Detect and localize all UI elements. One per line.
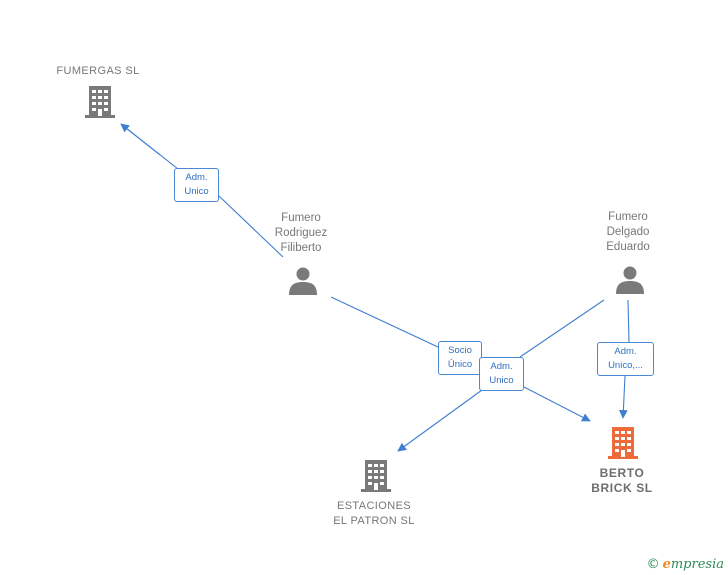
label-line: Unico,...	[608, 360, 643, 371]
building-icon[interactable]	[360, 458, 392, 494]
label-line: Rodriguez	[274, 227, 328, 239]
label-line: Fumero	[608, 211, 648, 223]
edge-junction-to-berto	[523, 386, 591, 422]
label-line: ESTACIONES	[336, 500, 412, 512]
person-icon[interactable]	[615, 265, 645, 295]
node-label-fumergas[interactable]: FUMERGAS SL	[56, 65, 140, 77]
brand-initial: e	[662, 557, 671, 572]
node-label-delgado[interactable]: Fumero Delgado Eduardo	[606, 210, 649, 255]
label-line: BERTO	[599, 466, 645, 480]
label-line: Unico	[184, 186, 209, 197]
edge-label-socio-unico[interactable]: Socio Único	[438, 341, 482, 375]
label-line: Delgado	[606, 226, 650, 238]
brand-name: mpresia	[670, 557, 724, 572]
person-icon[interactable]	[288, 266, 318, 296]
edge-label-adm-unico[interactable]: Adm. Unico	[174, 168, 219, 202]
edge-delgado-to-berto	[627, 299, 630, 343]
label-line: BRICK SL	[591, 481, 653, 495]
label-line: Adm.	[490, 361, 513, 372]
label-line: Filiberto	[280, 242, 322, 254]
node-label-berto[interactable]: BERTO BRICK SL	[591, 466, 652, 496]
label-line: Socio	[448, 345, 472, 356]
edge-label-adm-unico[interactable]: Adm. Unico	[479, 357, 524, 391]
edge-delgado-to-berto-head	[618, 375, 628, 419]
node-label-rodriguez[interactable]: Fumero Rodriguez Filiberto	[275, 211, 327, 256]
label-line: EL PATRON SL	[333, 515, 415, 527]
label-line: Fumero	[281, 212, 321, 224]
edge-delgado-to-junction	[519, 299, 605, 358]
edge-junction-to-estaciones	[397, 389, 483, 452]
label-line: Único	[447, 359, 473, 370]
edge-label-adm-unico-more[interactable]: Adm. Unico,...	[597, 342, 654, 376]
copyright-icon: ©	[646, 557, 660, 572]
label-line: Adm.	[614, 346, 637, 357]
label-line: Adm.	[185, 172, 208, 183]
edge-rodriguez-to-fumergas-head	[120, 123, 161, 156]
brand-watermark: ©empresia	[647, 557, 724, 572]
label-line: Eduardo	[606, 241, 650, 253]
label-line: Unico	[489, 375, 514, 386]
node-label-estaciones[interactable]: ESTACIONES EL PATRON SL	[333, 499, 415, 529]
building-icon-highlight[interactable]	[607, 425, 639, 461]
building-icon[interactable]	[84, 84, 116, 120]
